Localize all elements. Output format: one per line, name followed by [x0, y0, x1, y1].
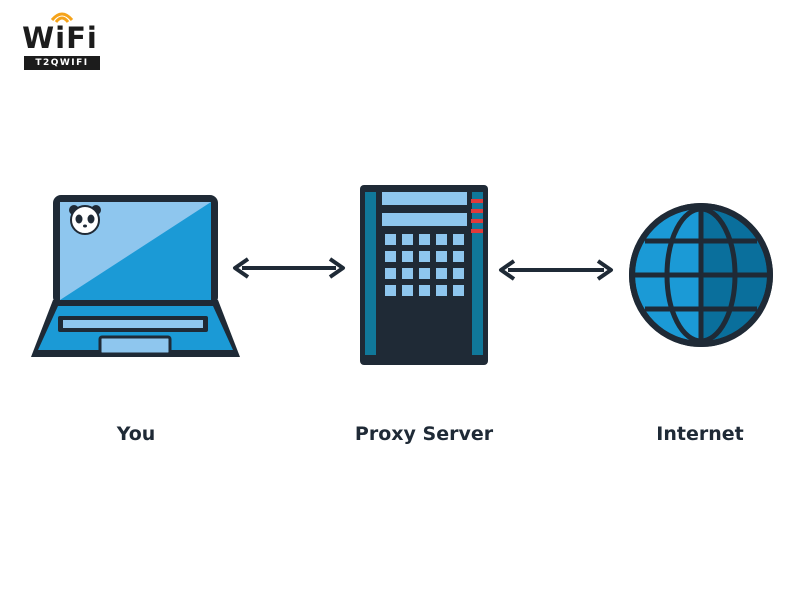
- server-key: [385, 268, 396, 279]
- globe-icon: [629, 203, 773, 347]
- panda-sticker-icon: [69, 205, 101, 235]
- server-key: [402, 285, 413, 296]
- brand-logo: WiFi T2QWIFI: [14, 8, 106, 70]
- label-internet: Internet: [656, 423, 744, 445]
- server-key: [453, 251, 464, 262]
- logo-tagline: T2QWIFI: [24, 56, 100, 70]
- server-key: [453, 234, 464, 245]
- label-you: You: [116, 423, 156, 445]
- server-key: [453, 285, 464, 296]
- server-key: [385, 285, 396, 296]
- server-key: [385, 251, 396, 262]
- server-key: [402, 251, 413, 262]
- label-proxy-server: Proxy Server: [354, 423, 494, 445]
- double-arrow-icon: [233, 257, 345, 279]
- server-key: [385, 234, 396, 245]
- server-key: [419, 234, 430, 245]
- logo-brand-text: WiFi: [22, 21, 98, 55]
- server-key: [436, 234, 447, 245]
- server-key: [453, 268, 464, 279]
- server-key: [419, 268, 430, 279]
- server-key: [436, 251, 447, 262]
- wifi-signal-icon: [50, 12, 74, 23]
- double-arrow-icon: [499, 259, 613, 281]
- server-key: [436, 285, 447, 296]
- server-key: [419, 285, 430, 296]
- server-key: [419, 251, 430, 262]
- server-keypad: [385, 234, 464, 296]
- laptop-icon: [31, 195, 240, 357]
- server-key: [436, 268, 447, 279]
- server-key: [402, 268, 413, 279]
- server-key: [402, 234, 413, 245]
- server-icon: [360, 185, 488, 365]
